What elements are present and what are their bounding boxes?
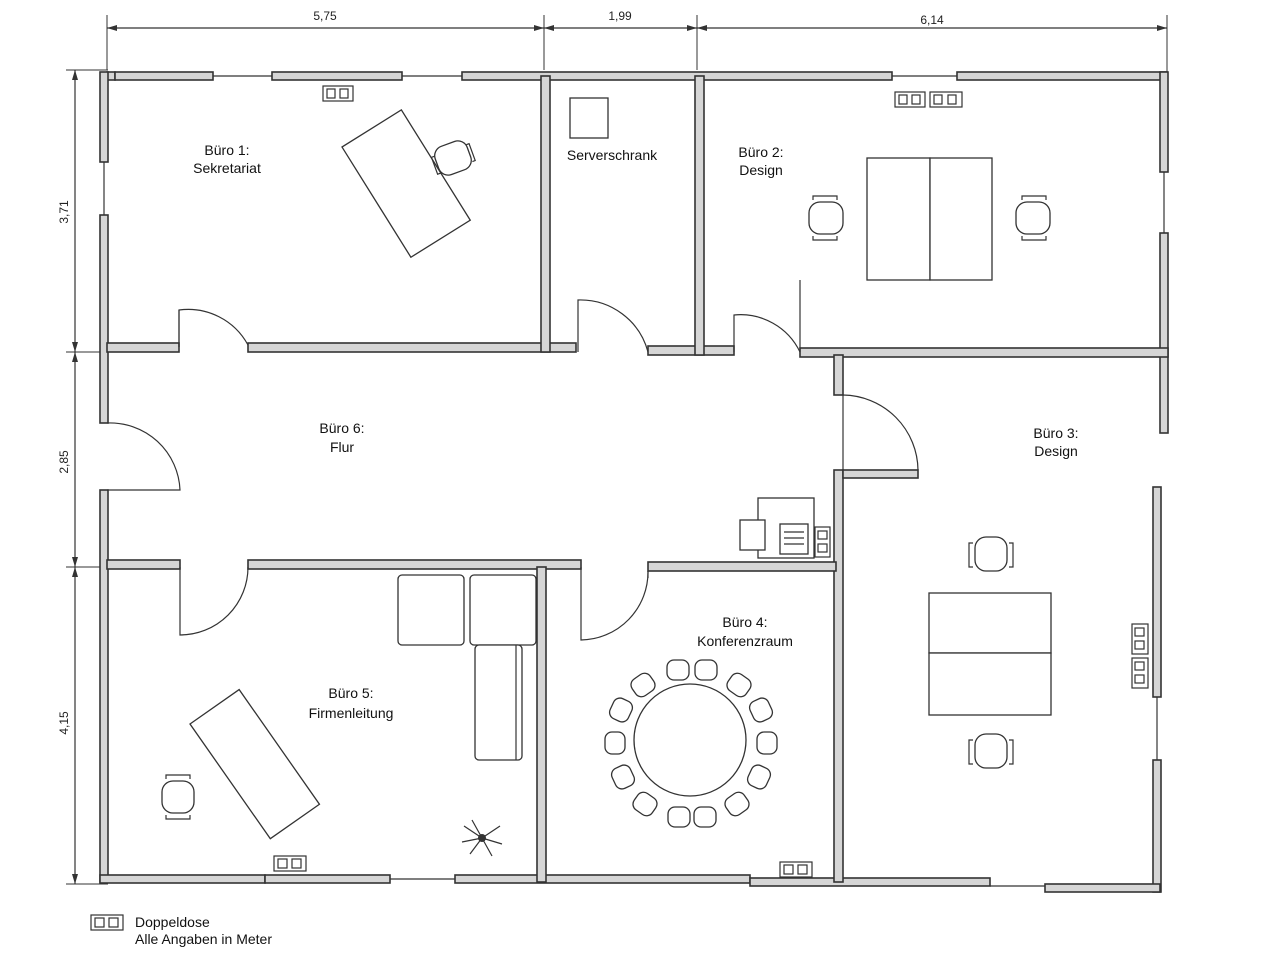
desk-buero1 xyxy=(341,109,472,259)
chair-buero2-left xyxy=(808,195,844,241)
room-label-buero6-name: Flur xyxy=(330,439,354,455)
chair-buero3-bottom xyxy=(968,733,1014,769)
room-label-buero4-title: Büro 4: xyxy=(722,614,767,630)
room-label-buero4-name: Konferenzraum xyxy=(697,633,793,649)
armchair-right xyxy=(469,574,537,646)
room-label-buero3-title: Büro 3: xyxy=(1033,425,1078,441)
desk-buero3-bottom xyxy=(928,652,1052,716)
dim-left-2: 2,85 xyxy=(57,450,71,474)
exterior-walls xyxy=(99,71,1169,893)
desk-buero2-right xyxy=(929,157,993,281)
room-label-buero5-name: Firmenleitung xyxy=(309,705,394,721)
desk-buero3-top xyxy=(928,592,1052,654)
socket-buero2-a xyxy=(894,91,926,108)
room-label-buero1-name: Sekretariat xyxy=(193,160,261,176)
socket-buero3-b xyxy=(1131,657,1149,689)
chair-buero2-right xyxy=(1015,195,1051,241)
legend-unit-note: Alle Angaben in Meter xyxy=(135,931,272,947)
socket-buero1 xyxy=(322,85,354,102)
dim-left-3: 4,15 xyxy=(57,711,71,735)
server-cabinet xyxy=(569,97,609,139)
socket-buero2-b xyxy=(929,91,963,108)
legend-socket-icon xyxy=(90,914,124,931)
chair-buero3-top xyxy=(968,536,1014,572)
dim-top-1: 5,75 xyxy=(313,9,337,23)
interior-walls xyxy=(106,75,1169,883)
room-label-buero2-name: Design xyxy=(739,162,783,178)
legend: Doppeldose Alle Angaben in Meter xyxy=(135,914,272,948)
room-label-buero3-name: Design xyxy=(1034,443,1078,459)
plant-icon xyxy=(461,819,503,857)
room-label-buero1-title: Büro 1: xyxy=(204,142,249,158)
dim-top-3: 6,14 xyxy=(920,13,944,27)
kitchenette xyxy=(739,497,815,559)
sofa xyxy=(474,644,523,761)
double-sockets xyxy=(273,85,1149,878)
conference-chairs xyxy=(604,659,778,828)
armchair-left xyxy=(397,574,465,646)
socket-kitchen xyxy=(814,526,831,558)
desk-buero2-left xyxy=(866,157,931,281)
socket-buero4 xyxy=(779,861,813,878)
dim-left-1: 3,71 xyxy=(57,200,71,224)
furniture xyxy=(161,97,1052,857)
room-label-buero5-title: Büro 5: xyxy=(328,685,373,701)
desk-buero5 xyxy=(189,688,321,840)
legend-socket-label: Doppeldose xyxy=(135,914,210,930)
dimension-lines-left: 3,71 2,85 4,15 xyxy=(57,69,108,885)
socket-buero3-a xyxy=(1131,623,1149,655)
chair-buero5 xyxy=(161,774,195,820)
room-label-buero6-title: Büro 6: xyxy=(319,420,364,436)
dimension-lines-top: 5,75 1,99 6,14 xyxy=(106,9,1168,75)
room-label-serverschrank: Serverschrank xyxy=(567,147,658,163)
chair-buero1 xyxy=(430,140,476,176)
doors xyxy=(106,280,919,641)
room-label-buero2-title: Büro 2: xyxy=(738,144,783,160)
room-labels: Büro 1: Sekretariat Serverschrank Büro 2… xyxy=(193,142,1078,721)
socket-buero5 xyxy=(273,855,307,872)
dim-top-2: 1,99 xyxy=(608,9,632,23)
conference-table xyxy=(633,683,747,797)
